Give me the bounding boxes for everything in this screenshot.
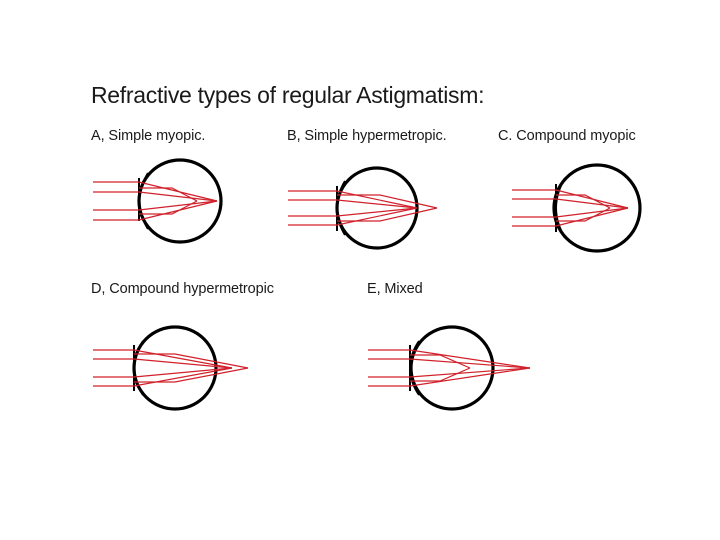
panel-label-d: D, Compound hypermetropic — [91, 281, 274, 297]
panel-label-c: C. Compound myopic — [498, 128, 636, 144]
light-rays-e — [368, 349, 531, 387]
panel-label-e: E, Mixed — [367, 281, 423, 297]
diagram-title: Refractive types of regular Astigmatism: — [91, 82, 485, 108]
panel-label-b: B, Simple hypermetropic. — [287, 128, 447, 144]
light-rays-d — [93, 349, 249, 387]
eyeball-e — [409, 325, 495, 411]
light-rays-a — [93, 181, 218, 221]
light-rays-b — [288, 190, 438, 226]
light-rays-c — [512, 189, 629, 227]
eyeball-c — [552, 163, 642, 253]
panel-label-a: A, Simple myopic. — [91, 128, 206, 144]
